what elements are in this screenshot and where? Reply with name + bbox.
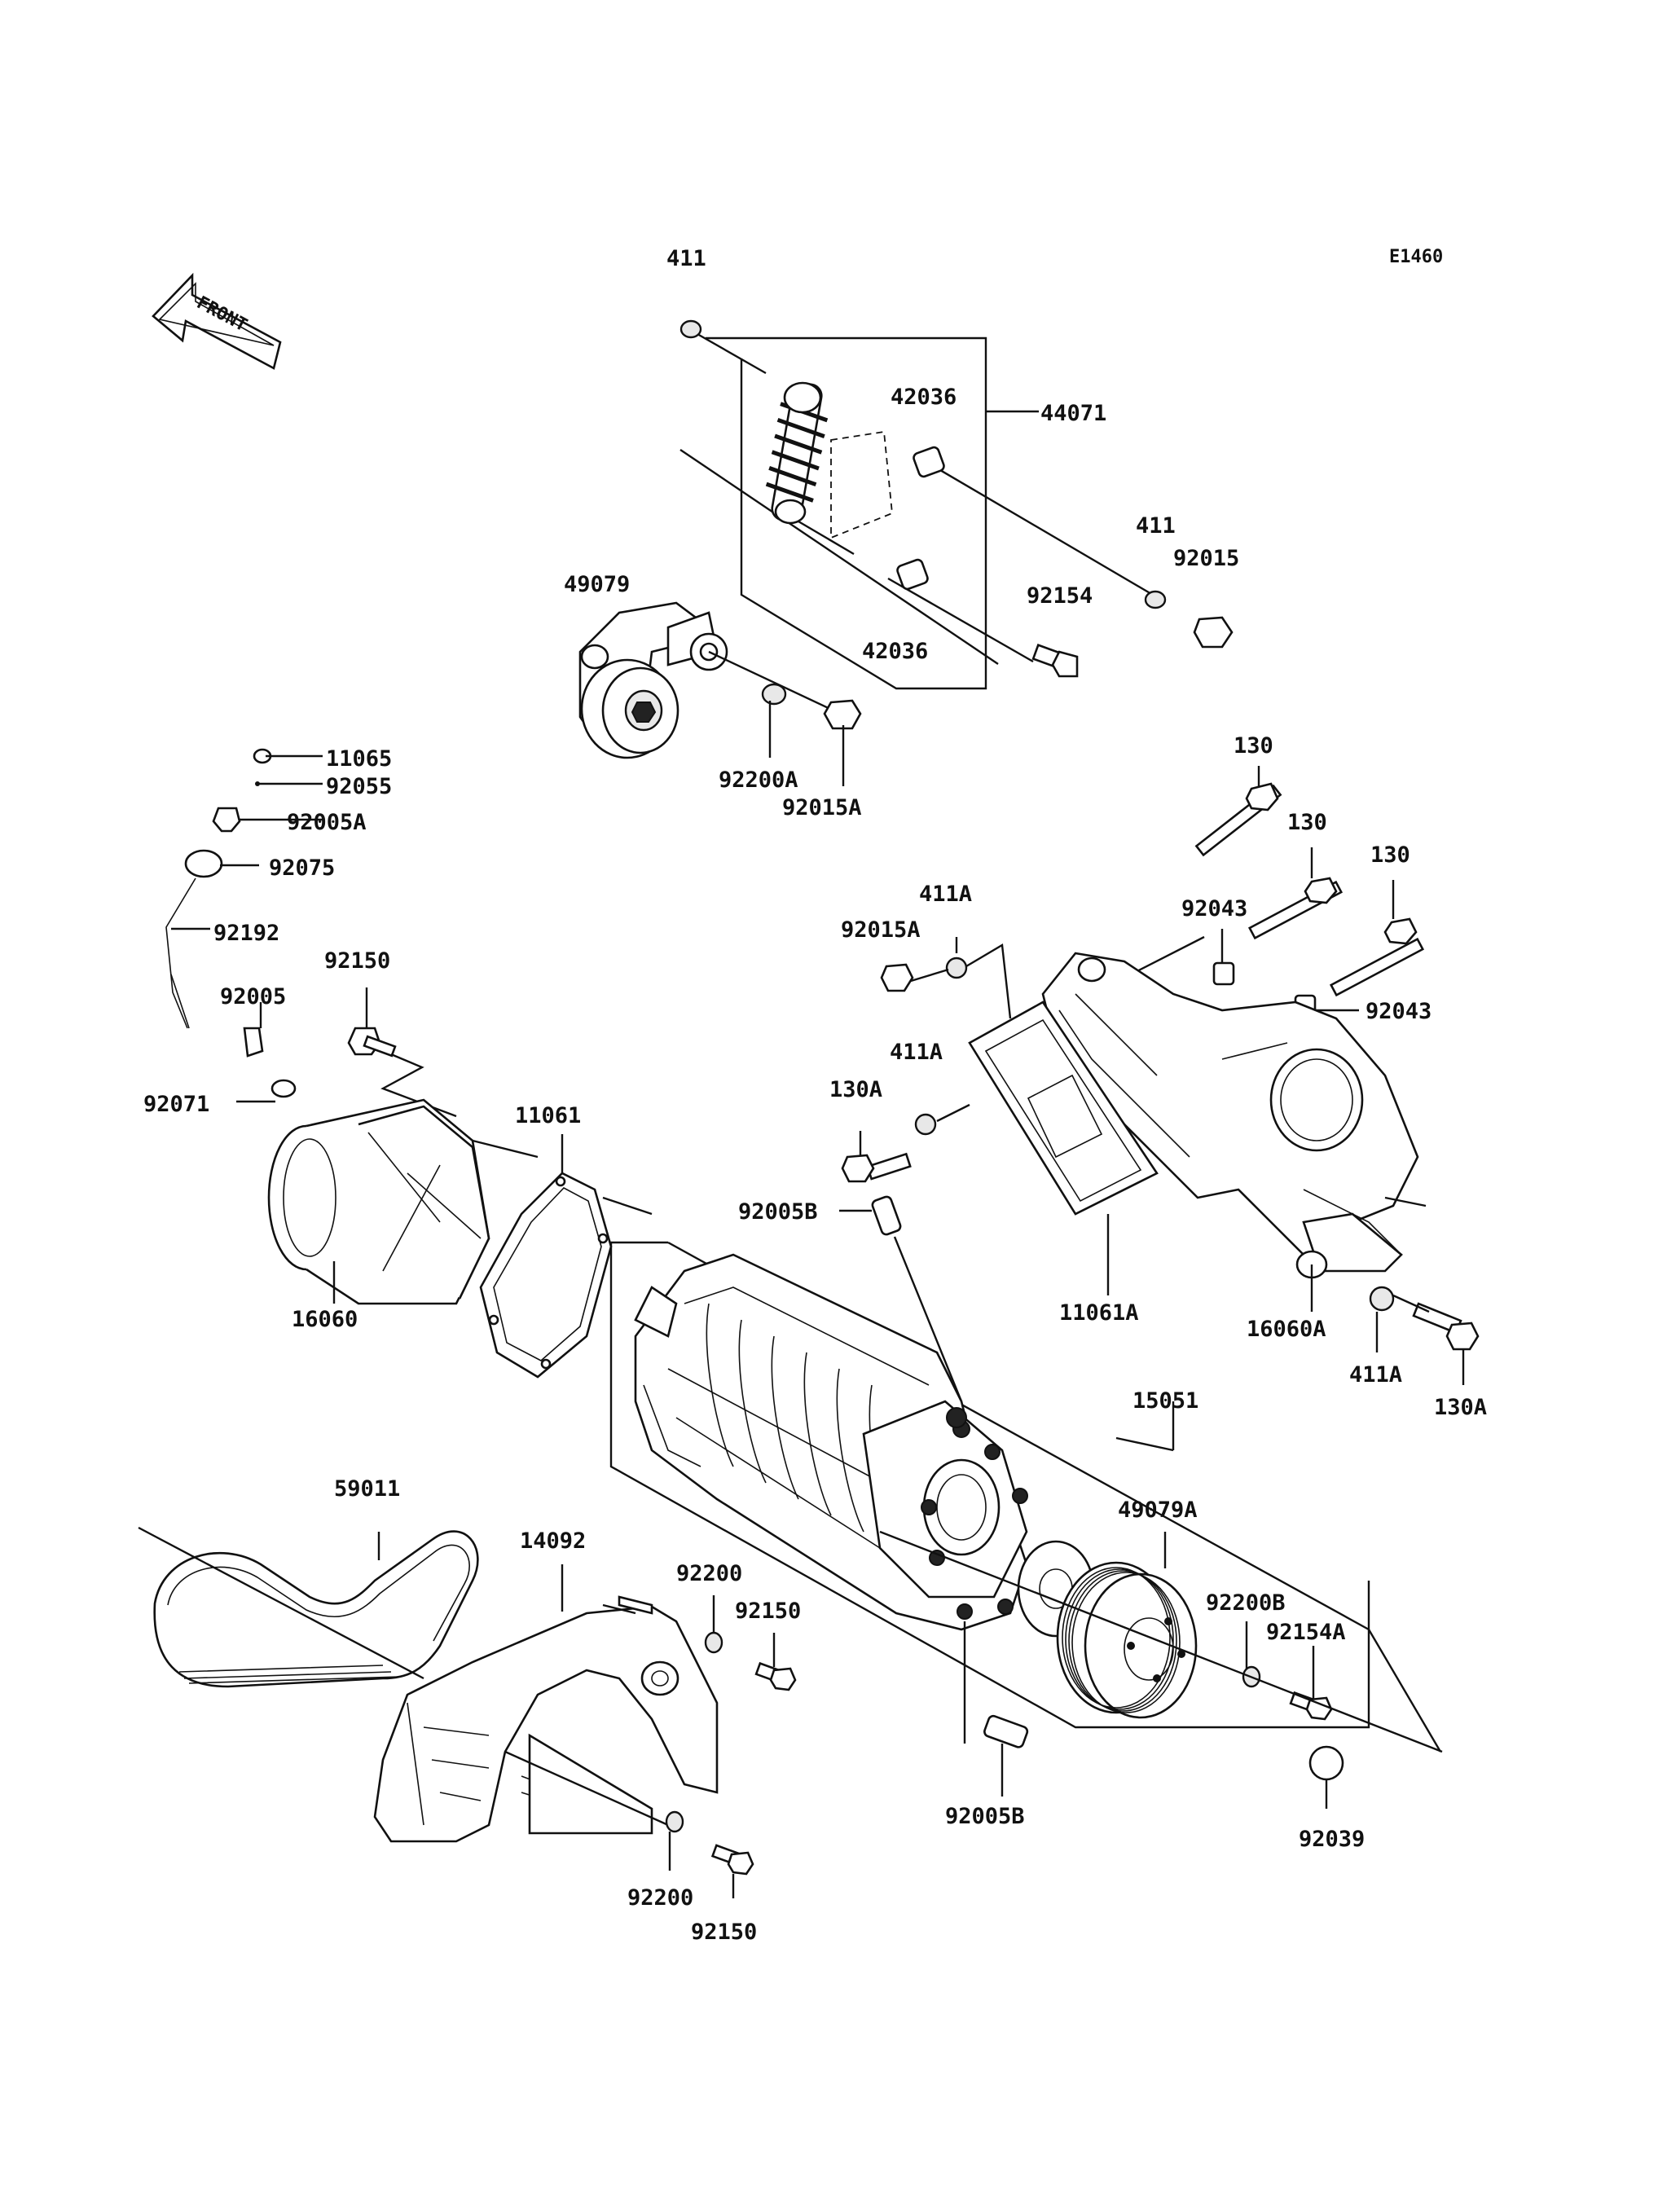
- label-49079: 49079: [564, 572, 630, 597]
- label-92005: 92005: [220, 984, 286, 1009]
- label-92015: 92015: [1173, 546, 1239, 571]
- inlet-housing-16060: [267, 1098, 539, 1305]
- label-42036: 42036: [862, 639, 928, 664]
- washer-411A-b: [914, 1113, 937, 1136]
- gasket-11061: [479, 1134, 653, 1379]
- label-92192: 92192: [213, 921, 279, 946]
- bolt-130A-b: [1412, 1302, 1480, 1351]
- bolt-92150-b: [754, 1661, 797, 1691]
- label-92200B: 92200B: [1206, 1590, 1286, 1616]
- nut-92015A: [823, 699, 862, 730]
- label-92043: 92043: [1181, 896, 1247, 921]
- washer-92200-b: [665, 1810, 684, 1833]
- drive-belt-59011: [138, 1526, 479, 1688]
- label-92150: 92150: [324, 948, 390, 974]
- intake-manifold-16060A: [1041, 952, 1427, 1312]
- label-92154: 92154: [1027, 583, 1093, 609]
- nut-92015: [1193, 616, 1234, 649]
- bolt-92154A: [1289, 1691, 1333, 1721]
- label-411: 411: [1136, 513, 1176, 539]
- label-130A: 130A: [829, 1077, 882, 1102]
- label-16060: 16060: [292, 1307, 358, 1332]
- label-92200: 92200: [676, 1561, 742, 1586]
- fitting-92005B-b: [963, 1621, 1029, 1797]
- label-42036: 42036: [891, 385, 957, 410]
- oil-line-group: [165, 748, 457, 1118]
- nut-92015A-b: [880, 963, 914, 992]
- pulley-49079A: [1056, 1532, 1198, 1719]
- label-92043: 92043: [1366, 999, 1432, 1024]
- tensioner-assembly: [679, 319, 1234, 690]
- label-92015A: 92015A: [782, 795, 862, 820]
- label-92005B: 92005B: [945, 1804, 1025, 1829]
- label-411A: 411A: [890, 1040, 943, 1065]
- label-130A: 130A: [1434, 1395, 1487, 1420]
- label-92071: 92071: [143, 1092, 209, 1117]
- damper-shock: [765, 381, 829, 525]
- label-92150: 92150: [735, 1599, 801, 1624]
- label-130: 130: [1234, 733, 1273, 759]
- washer-411A-a: [945, 957, 968, 979]
- label-14092: 14092: [520, 1528, 586, 1554]
- washer-411-top: [679, 319, 702, 339]
- label-92075: 92075: [269, 855, 335, 881]
- label-11065: 11065: [326, 746, 392, 772]
- label-411A: 411A: [1349, 1362, 1402, 1388]
- diagram-code: E1460: [1389, 247, 1443, 267]
- washer-92200A: [761, 683, 787, 706]
- washer-411A-c: [1369, 1286, 1395, 1312]
- label-130: 130: [1370, 842, 1410, 868]
- label-92150: 92150: [691, 1920, 757, 1945]
- label-411: 411: [666, 246, 706, 271]
- collar-42036-bottom: [896, 558, 929, 591]
- label-11061: 11061: [515, 1103, 581, 1128]
- washer-92200-a: [704, 1631, 723, 1654]
- supercharger-15051: [609, 1241, 1442, 1753]
- belt-cover-14092: [373, 1564, 719, 1843]
- label-92005A: 92005A: [287, 810, 367, 835]
- label-92039: 92039: [1299, 1827, 1365, 1852]
- bolt-92150-c: [710, 1844, 754, 1876]
- front-arrow-icon: FRONT: [152, 272, 282, 370]
- bolt-92154: [1031, 644, 1079, 678]
- cap-92039: [1308, 1745, 1344, 1781]
- label-16060A: 16060A: [1247, 1317, 1326, 1342]
- fitting-92005B-a: [871, 1195, 902, 1236]
- label-92200: 92200: [627, 1885, 693, 1911]
- intake-bolts: [1124, 766, 1425, 1018]
- part-labels: 411 42036 44071 411 92015 92154 42036 49…: [143, 246, 1487, 1945]
- gasket-11061A: [968, 1001, 1159, 1295]
- label-411A: 411A: [919, 882, 972, 907]
- label-15051: 15051: [1132, 1388, 1198, 1414]
- tensioner-pulley-49079: [578, 601, 848, 759]
- label-92154A: 92154A: [1266, 1620, 1346, 1645]
- collar-42036-top: [913, 446, 945, 478]
- label-44071: 44071: [1040, 401, 1106, 426]
- washer-411-mid: [1144, 590, 1167, 609]
- label-49079A: 49079A: [1118, 1498, 1198, 1523]
- dowel-92043-a: [1212, 961, 1235, 986]
- label-11061A: 11061A: [1059, 1300, 1139, 1326]
- bolt-130A-a: [841, 1152, 912, 1183]
- label-92005B: 92005B: [738, 1199, 818, 1225]
- label-92200A: 92200A: [719, 767, 798, 793]
- label-92015A: 92015A: [841, 917, 921, 943]
- label-130: 130: [1287, 810, 1327, 835]
- label-59011: 59011: [334, 1476, 400, 1502]
- label-92055: 92055: [326, 774, 392, 799]
